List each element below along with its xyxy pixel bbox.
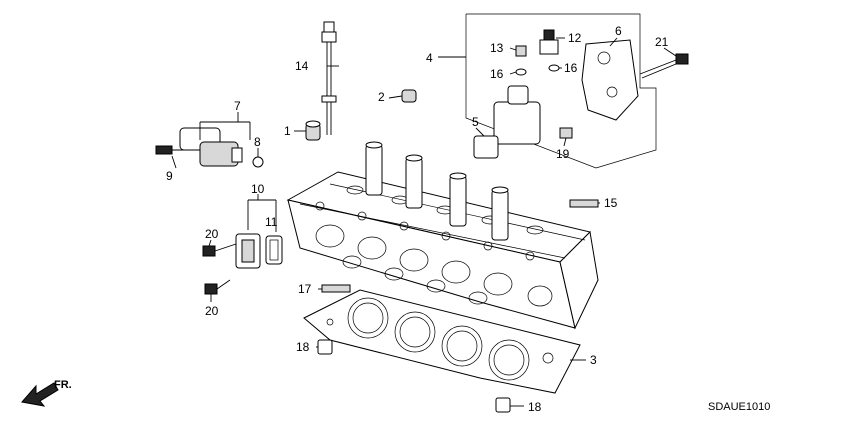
- sensor-part10: [235, 233, 261, 269]
- callout-11: 11: [265, 215, 278, 229]
- gasket-part11: [265, 235, 283, 265]
- bolt-part20-lower: [204, 279, 231, 295]
- callout-6: 6: [615, 24, 622, 38]
- flange-bolt-part21: [639, 53, 689, 79]
- front-arrow-icon: FR.: [21, 379, 72, 407]
- callout-3: 3: [590, 353, 597, 367]
- callout-9: 9: [166, 169, 173, 183]
- callout-13: 13: [490, 41, 504, 55]
- callout-16b: 16: [564, 61, 578, 75]
- dowel-pin-upper: [317, 339, 333, 355]
- rocker-oil-control-group: [465, 13, 657, 169]
- callout-18b: 18: [528, 400, 542, 414]
- head-bolt: [321, 21, 337, 135]
- diagram-code: SDAUE1010: [708, 401, 770, 413]
- callout-15: 15: [604, 196, 618, 210]
- spark-plug-tubes: [365, 141, 509, 241]
- cap-part2: [401, 89, 417, 103]
- callout-8: 8: [254, 135, 261, 149]
- dowel-pin-lower: [495, 397, 511, 413]
- spool-valve-assembly: [155, 127, 264, 168]
- callout-19: 19: [556, 147, 570, 161]
- callout-20b: 20: [205, 304, 219, 318]
- callout-10: 10: [251, 182, 265, 196]
- front-label: FR.: [54, 379, 72, 391]
- stud-bolt-part17: [321, 284, 351, 293]
- leader-lines: [171, 37, 677, 407]
- callout-16a: 16: [490, 67, 504, 81]
- callout-7: 7: [234, 99, 241, 113]
- cylinder-head: [286, 171, 599, 330]
- callout-17: 17: [298, 282, 312, 296]
- callout-4: 4: [426, 51, 433, 65]
- callout-18a: 18: [296, 340, 310, 354]
- callout-5: 5: [472, 115, 479, 129]
- callout-2: 2: [378, 90, 385, 104]
- callout-21: 21: [655, 35, 669, 49]
- callout-20a: 20: [205, 227, 219, 241]
- callout-12: 12: [568, 31, 582, 45]
- bolt-part20-upper: [202, 243, 237, 257]
- callout-labels: 1 2 3 4 5 6 7 8 9 10 11 12 13 14 15 16 1…: [166, 24, 669, 414]
- callout-14: 14: [295, 59, 309, 73]
- oil-seal-part1: [305, 120, 321, 141]
- callout-1: 1: [284, 124, 291, 138]
- stud-bolt-part15: [569, 199, 599, 208]
